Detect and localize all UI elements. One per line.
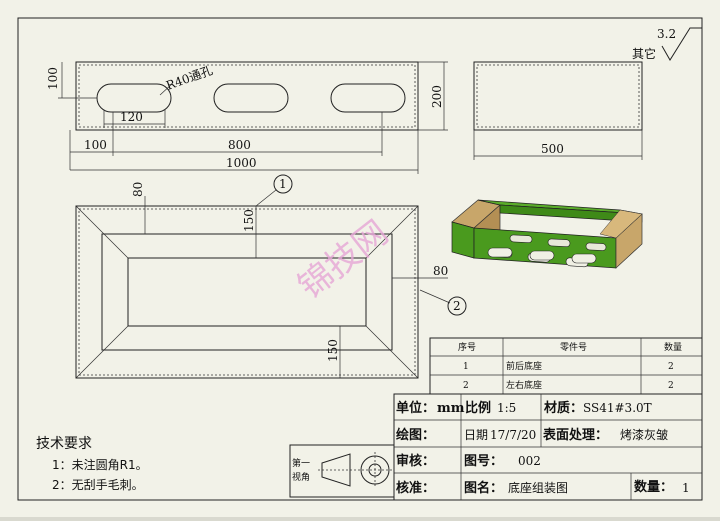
tech-requirements: 技术要求 1：未注圆角R1。 2：无刮手毛刺。 (36, 436, 148, 492)
drawing-no-label: 图号： (464, 454, 503, 469)
tech-item-2: 2：无刮手毛刺。 (52, 478, 144, 492)
roughness-note: 其它 (632, 46, 656, 61)
watermark: 锦技网 (291, 213, 396, 307)
name-label: 图名： (464, 480, 503, 496)
dim-slot-width: 120 (120, 110, 143, 124)
frame-inner (127, 257, 367, 327)
bom-header-qty: 数量 (664, 341, 682, 353)
approve-label: 核准： (396, 480, 435, 496)
bom-row-2-qty: 2 (668, 381, 674, 391)
material-label: 材质： (544, 400, 583, 416)
title-block: 单位： mm 比例 1:5 材质： SS41#3.0T 绘图： 日期 17/7/… (393, 393, 703, 501)
date-value: 17/7/20 (490, 428, 536, 442)
tech-title: 技术要求 (36, 436, 92, 452)
scale-value: 1:5 (497, 401, 516, 415)
slot-1 (96, 83, 172, 113)
unit-value: mm (437, 401, 465, 416)
drawing-no-value: 002 (518, 454, 541, 468)
unit-label: 单位： (396, 400, 435, 416)
slot-callout: R40通孔 (164, 63, 214, 93)
dim-frame-right: 80 (433, 264, 448, 278)
name-value: 底座组装图 (508, 480, 568, 495)
dim-slot-pitch: 800 (228, 138, 251, 152)
dim-total-length: 1000 (226, 156, 257, 170)
frame-outer (75, 205, 419, 379)
dim-frame-border: 80 (131, 182, 145, 197)
bom-table: 序号 零件号 数量 1 前后底座 2 2 左右底座 2 (429, 337, 703, 395)
top-view: 100 R40通孔 120 100 800 1000 200 (46, 61, 448, 174)
bom-header-no: 序号 (458, 341, 476, 353)
bom-row-2-name: 左右底座 (506, 379, 542, 391)
isometric-part (451, 199, 643, 269)
slot-3 (330, 83, 406, 113)
material-value: SS41#3.0T (583, 401, 652, 415)
balloon-1-label: 1 (279, 177, 287, 191)
bom-header-part: 零件号 (560, 341, 587, 353)
drawing-label: 绘图： (396, 427, 435, 443)
surface-label: 表面处理： (542, 427, 608, 443)
dim-frame-inner-bottom: 150 (326, 339, 340, 362)
bom-row-2-no: 2 (463, 381, 469, 391)
frame-mid (101, 233, 393, 351)
frame-view: 80 150 80 150 1 2 (75, 174, 467, 379)
balloon-2 (447, 296, 467, 316)
scale-label: 比例 (465, 400, 491, 416)
roughness-value: 3.2 (657, 27, 676, 41)
dim-side-height: 200 (430, 85, 444, 108)
slot-2 (213, 83, 289, 113)
date-label: 日期 (464, 428, 488, 442)
projection-line1: 第一 (292, 457, 310, 469)
dim-top-height: 100 (46, 67, 60, 90)
side-outline (473, 61, 643, 131)
balloon-1 (273, 174, 293, 194)
qty-label: 数量： (634, 479, 673, 495)
dim-slot-edge: 100 (84, 138, 107, 152)
tech-item-1: 1：未注圆角R1。 (52, 457, 148, 472)
surface-value: 烤漆灰皱 (620, 427, 668, 442)
bom-row-1-no: 1 (463, 362, 469, 372)
projection-line2: 视角 (292, 471, 310, 483)
sheet-border (17, 17, 703, 501)
bom-row-1-qty: 2 (668, 362, 674, 372)
review-label: 审核： (396, 453, 435, 469)
qty-value: 1 (682, 481, 690, 495)
roughness-symbol: 3.2 其它 (632, 27, 702, 61)
balloon-2-label: 2 (453, 299, 461, 313)
projection-symbol: 第一 视角 (289, 444, 395, 498)
side-view: 500 (473, 61, 643, 160)
bom-row-1-name: 前后底座 (506, 360, 542, 372)
dim-side-width: 500 (541, 142, 564, 156)
plate-outline (75, 61, 419, 131)
dim-frame-inner-top: 150 (242, 209, 256, 232)
